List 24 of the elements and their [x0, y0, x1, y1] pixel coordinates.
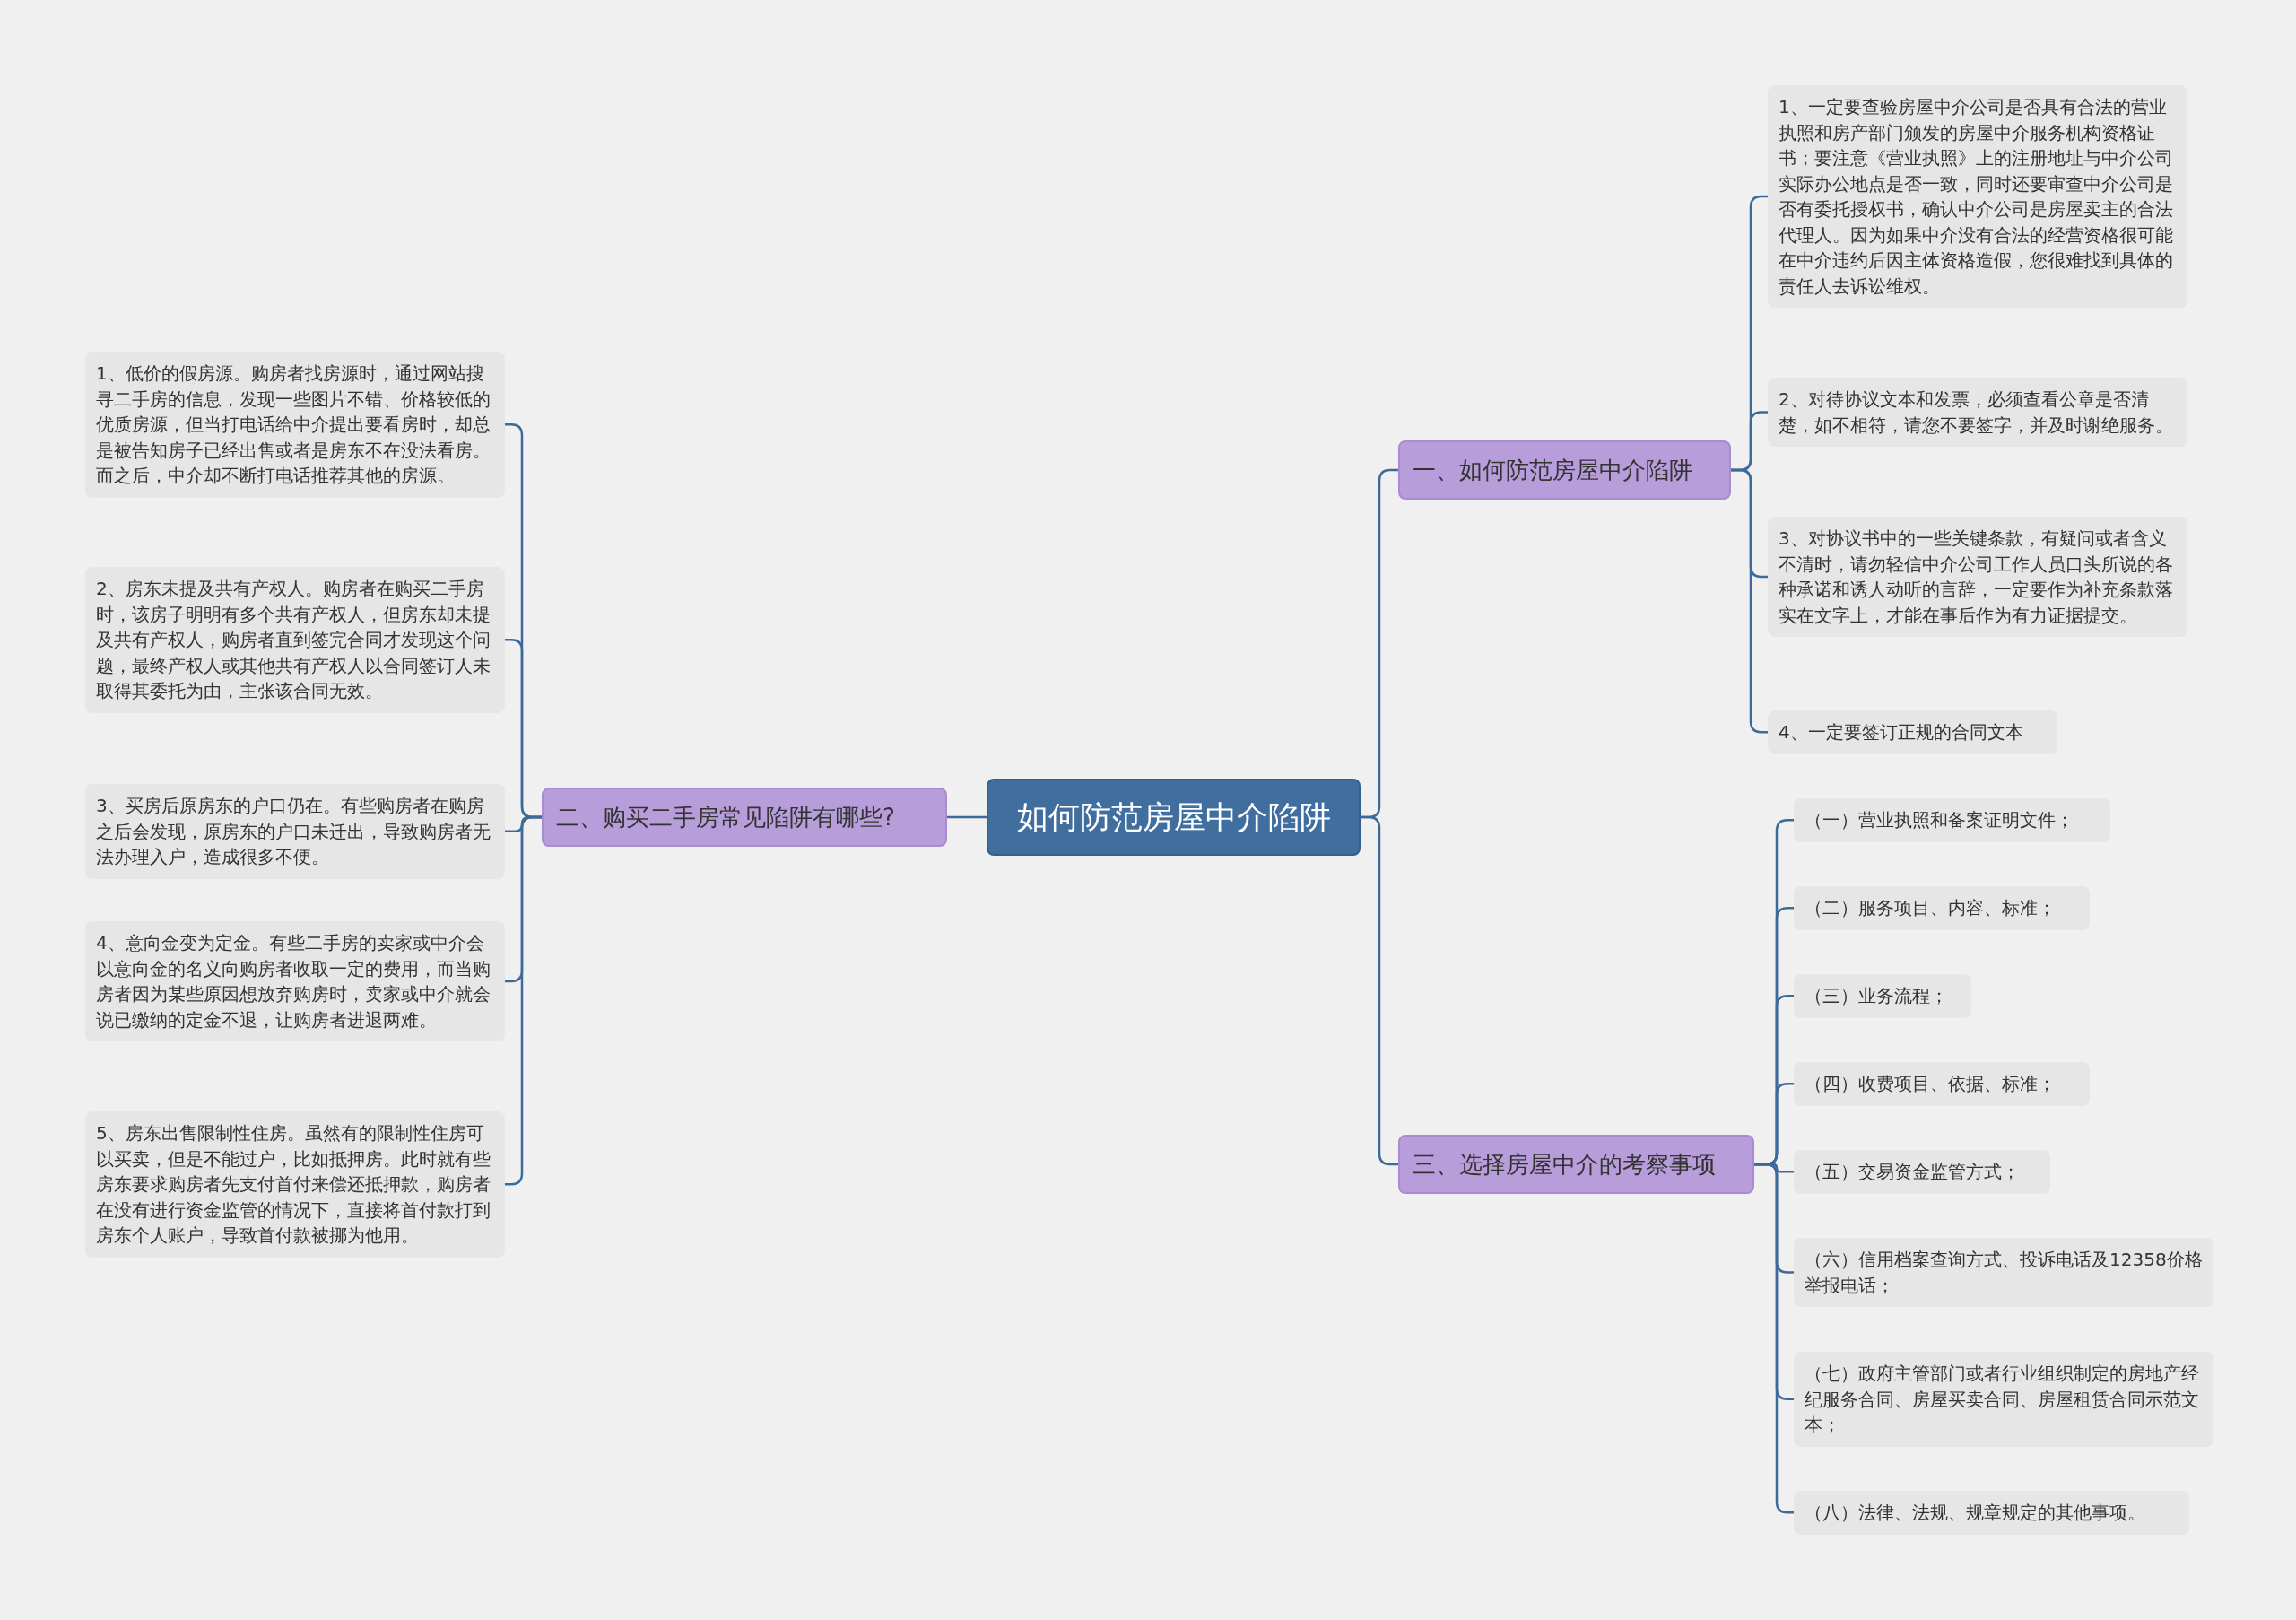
- subtopic-card: （三）业务流程；: [1794, 974, 1971, 1018]
- subtopic-card: （五）交易资金监管方式；: [1794, 1150, 2050, 1194]
- subtopic-card: 2、对待协议文本和发票，必须查看公章是否清楚，如不相符，请您不要签字，并及时谢绝服务。: [1768, 378, 2187, 447]
- connector-line: [947, 815, 987, 819]
- subtopic-card: 1、低价的假房源。购房者找房源时，通过网站搜寻二手房的信息，发现一些图片不错、价格较低的优质房源，但当打电话给中介提出要看房时，却总是被告知房子已经出售或者是房东不在没法看房。而之后，中介却不断打电话推荐其他的房源。: [85, 352, 505, 498]
- subtopic-card: 3、对协议书中的一些关键条款，有疑问或者含义不清时，请勿轻信中介公司工作人员口头所说的各种承诺和诱人动听的言辞，一定要作为补充条款落实在文字上，才能在事后作为有力证据提交。: [1768, 517, 2187, 637]
- connector-line: [1731, 468, 1768, 734]
- connector-line: [1361, 815, 1398, 1166]
- subtopic-card: 4、意向金变为定金。有些二手房的卖家或中介会以意向金的名义向购房者收取一定的费用，而当购房者因为某些原因想放弃购房时，卖家或中介就会说已缴纳的定金不退，让购房者进退两难。: [85, 921, 505, 1041]
- branch-topic: 三、选择房屋中介的考察事项: [1398, 1135, 1754, 1194]
- subtopic-card: （六）信用档案查询方式、投诉电话及12358价格举报电话；: [1794, 1238, 2213, 1307]
- subtopic-card: 1、一定要查验房屋中介公司是否具有合法的营业执照和房产部门颁发的房屋中介服务机构资格证书；要注意《营业执照》上的注册地址与中介公司实际办公地点是否一致，同时还要审查中介公司是否有委托授权书，确认中介公司是房屋卖主的合法代理人。因为如果中介没有合法的经营资格很可能在中介违约后因主体资格造假，您很难找到具体的责任人去诉讼维权。: [1768, 85, 2187, 308]
- subtopic-card: （四）收费项目、依据、标准；: [1794, 1062, 2090, 1106]
- branch-topic: 二、购买二手房常见陷阱有哪些?: [542, 788, 947, 847]
- central-topic: 如何防范房屋中介陷阱: [987, 779, 1361, 856]
- subtopic-card: 3、买房后原房东的户口仍在。有些购房者在购房之后会发现，原房东的户口未迁出，导致购房者无法办理入户，造成很多不便。: [85, 784, 505, 879]
- subtopic-card: 5、房东出售限制性住房。虽然有的限制性住房可以买卖，但是不能过户，比如抵押房。此时就有些房东要求购房者先支付首付来偿还抵押款，购房者在没有进行资金监管的情况下，直接将首付款打到房东个人账户，导致首付款被挪为他用。: [85, 1111, 505, 1258]
- subtopic-card: （七）政府主管部门或者行业组织制定的房地产经纪服务合同、房屋买卖合同、房屋租赁合同示范文本；: [1794, 1352, 2213, 1447]
- branch-topic: 一、如何防范房屋中介陷阱: [1398, 440, 1731, 500]
- subtopic-card: 2、房东未提及共有产权人。购房者在购买二手房时，该房子明明有多个共有产权人，但房东却未提及共有产权人，购房者直到签完合同才发现这个问题，最终产权人或其他共有产权人以合同签订人未取得其委托为由，主张该合同无效。: [85, 567, 505, 713]
- subtopic-card: （八）法律、法规、规章规定的其他事项。: [1794, 1491, 2189, 1535]
- subtopic-card: （一）营业执照和备案证明文件；: [1794, 798, 2110, 842]
- subtopic-card: （二）服务项目、内容、标准；: [1794, 886, 2090, 930]
- subtopic-card: 4、一定要签订正规的合同文本: [1768, 710, 2057, 754]
